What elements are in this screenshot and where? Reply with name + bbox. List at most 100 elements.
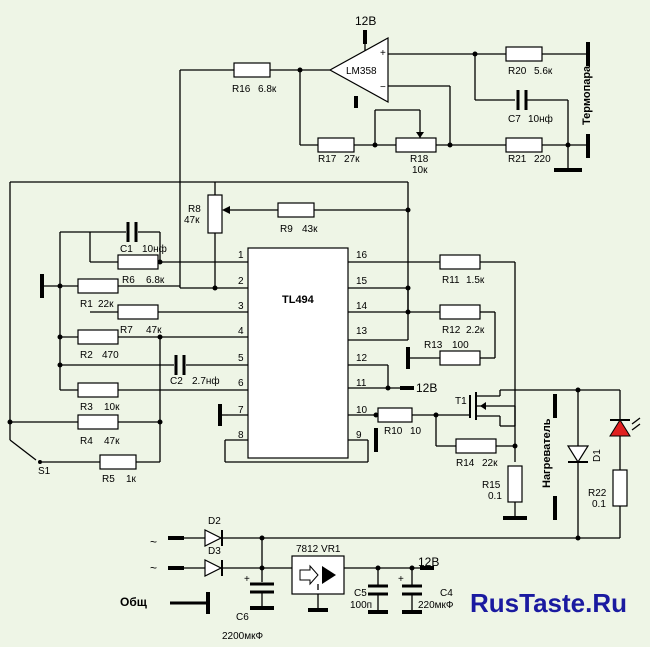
diode-d2: D2 bbox=[204, 516, 223, 547]
potentiometer-r18: R18 10к bbox=[395, 132, 437, 176]
opamp-plus: + bbox=[380, 48, 386, 59]
r3-name: R3 bbox=[80, 402, 93, 413]
capacitor-c5: C5 100п bbox=[350, 584, 388, 611]
capacitor-c4: + C4 220мкФ bbox=[398, 574, 454, 611]
resistor-r21: R21 220 bbox=[505, 137, 551, 165]
r14-name: R14 bbox=[456, 458, 475, 469]
ic-pin-15: 15 bbox=[356, 276, 368, 287]
r21-value: 220 bbox=[534, 154, 551, 165]
capacitor-c7: C7 10нф bbox=[508, 90, 553, 125]
ic-pin-16: 16 bbox=[356, 250, 368, 261]
r6-name: R6 bbox=[122, 275, 135, 286]
ic-pin-2: 2 bbox=[238, 276, 244, 287]
r18-value: 10к bbox=[412, 165, 428, 176]
ic-pin-3: 3 bbox=[238, 301, 244, 312]
brand-watermark: RusTaste.Ru bbox=[470, 588, 627, 618]
r8-name: R8 bbox=[188, 204, 201, 215]
r10-value: 10 bbox=[410, 426, 422, 437]
r9-name: R9 bbox=[280, 224, 293, 235]
c6-value: 2200мкФ bbox=[222, 631, 263, 642]
ic-pin-11: 11 bbox=[356, 378, 367, 389]
c5-name: C5 bbox=[354, 588, 367, 599]
r3-value: 10к bbox=[104, 402, 120, 413]
ic-pin-8: 8 bbox=[238, 430, 244, 441]
thermocouple-label: Термопара bbox=[581, 65, 593, 125]
resistor-r3: R3 10к bbox=[77, 382, 120, 413]
ic-pin-12: 12 bbox=[356, 353, 368, 364]
r9-value: 43к bbox=[302, 224, 318, 235]
opamp-minus: − bbox=[380, 82, 386, 93]
c7-value: 10нф bbox=[528, 113, 553, 125]
diode-d1: D1 bbox=[566, 445, 603, 464]
supply-label-top: 12В bbox=[355, 14, 376, 28]
r16-name: R16 bbox=[232, 84, 251, 95]
resistor-r20: R20 5.6к bbox=[505, 46, 553, 77]
resistor-r12: R12 2.2к bbox=[439, 304, 485, 336]
c1-value: 10нф bbox=[142, 243, 167, 255]
r5-value: 1к bbox=[126, 474, 137, 485]
c2-name: C2 bbox=[170, 376, 183, 387]
r17-value: 27к bbox=[344, 154, 360, 165]
diode-d3: D3 bbox=[204, 546, 223, 577]
resistor-r9: R9 43к bbox=[277, 202, 318, 235]
resistor-r14: R14 22к bbox=[455, 438, 498, 469]
switch-s1: S1 bbox=[9, 422, 51, 477]
ic-tl494: TL494 1 2 3 4 5 6 7 8 16 15 14 13 12 11 … bbox=[238, 247, 368, 459]
regulator-vr1: 7812 VR1 bbox=[291, 544, 345, 595]
r6-value: 6.8к bbox=[146, 275, 165, 286]
ic-pin-6: 6 bbox=[238, 378, 244, 389]
ic-pin-10: 10 bbox=[356, 405, 368, 416]
c6-name: C6 bbox=[236, 612, 249, 623]
ic-pin-9: 9 bbox=[356, 430, 362, 441]
r7-name: R7 bbox=[120, 325, 133, 336]
supply-label-bottom: 12В bbox=[418, 555, 439, 569]
ic-pin-13: 13 bbox=[356, 326, 368, 337]
resistor-r4: R4 47к bbox=[77, 414, 120, 447]
ic-name: TL494 bbox=[282, 294, 315, 306]
r16-value: 6.8к bbox=[258, 84, 277, 95]
r22-name: R22 bbox=[588, 488, 607, 499]
r4-value: 47к bbox=[104, 436, 120, 447]
ic-pin-4: 4 bbox=[238, 326, 244, 337]
r22-value: 0.1 bbox=[592, 499, 606, 510]
r14-value: 22к bbox=[482, 458, 498, 469]
r1-name: R1 bbox=[80, 299, 93, 310]
r4-name: R4 bbox=[80, 436, 93, 447]
svg-text:+: + bbox=[244, 574, 250, 585]
r2-value: 470 bbox=[102, 350, 119, 361]
c4-value: 220мкФ bbox=[418, 600, 454, 611]
r12-value: 2.2к bbox=[466, 325, 485, 336]
r1-value: 22к bbox=[98, 299, 114, 310]
r11-value: 1.5к bbox=[466, 275, 485, 286]
r5-name: R5 bbox=[102, 474, 115, 485]
d3-label: D3 bbox=[208, 546, 221, 557]
resistor-r22: R22 0.1 bbox=[588, 469, 628, 510]
r13-value: 100 bbox=[452, 340, 469, 351]
r20-value: 5.6к bbox=[534, 66, 553, 77]
svg-text:+: + bbox=[398, 574, 404, 585]
heater-label: Нагреватель bbox=[541, 418, 553, 488]
transistor-t1: T1 bbox=[455, 392, 500, 420]
c1-name: C1 bbox=[120, 244, 133, 255]
r10-name: R10 bbox=[384, 426, 403, 437]
resistor-r13: R13 100 bbox=[424, 340, 481, 366]
t1-label: T1 bbox=[455, 396, 467, 407]
ic-pin-1: 1 bbox=[238, 250, 244, 261]
common-label: Общ bbox=[120, 595, 148, 609]
r11-name: R11 bbox=[442, 275, 460, 286]
resistor-r10: R10 10 bbox=[377, 407, 422, 437]
s1-label: S1 bbox=[38, 466, 51, 477]
ac-label-1: ~ bbox=[150, 535, 157, 549]
resistor-r16: R16 6.8к bbox=[232, 62, 277, 95]
r13-name: R13 bbox=[424, 340, 443, 351]
r15-name: R15 bbox=[482, 480, 501, 491]
c2-value: 2.7нф bbox=[192, 375, 220, 387]
vr-label: 7812 VR1 bbox=[296, 544, 341, 555]
resistor-r7: R7 47к bbox=[117, 304, 162, 336]
r18-name: R18 bbox=[410, 154, 429, 165]
resistor-r15: R15 0.1 bbox=[482, 465, 523, 503]
d2-label: D2 bbox=[208, 516, 221, 527]
ic-pin-5: 5 bbox=[238, 353, 244, 364]
resistor-r1: R1 22к bbox=[77, 278, 119, 310]
